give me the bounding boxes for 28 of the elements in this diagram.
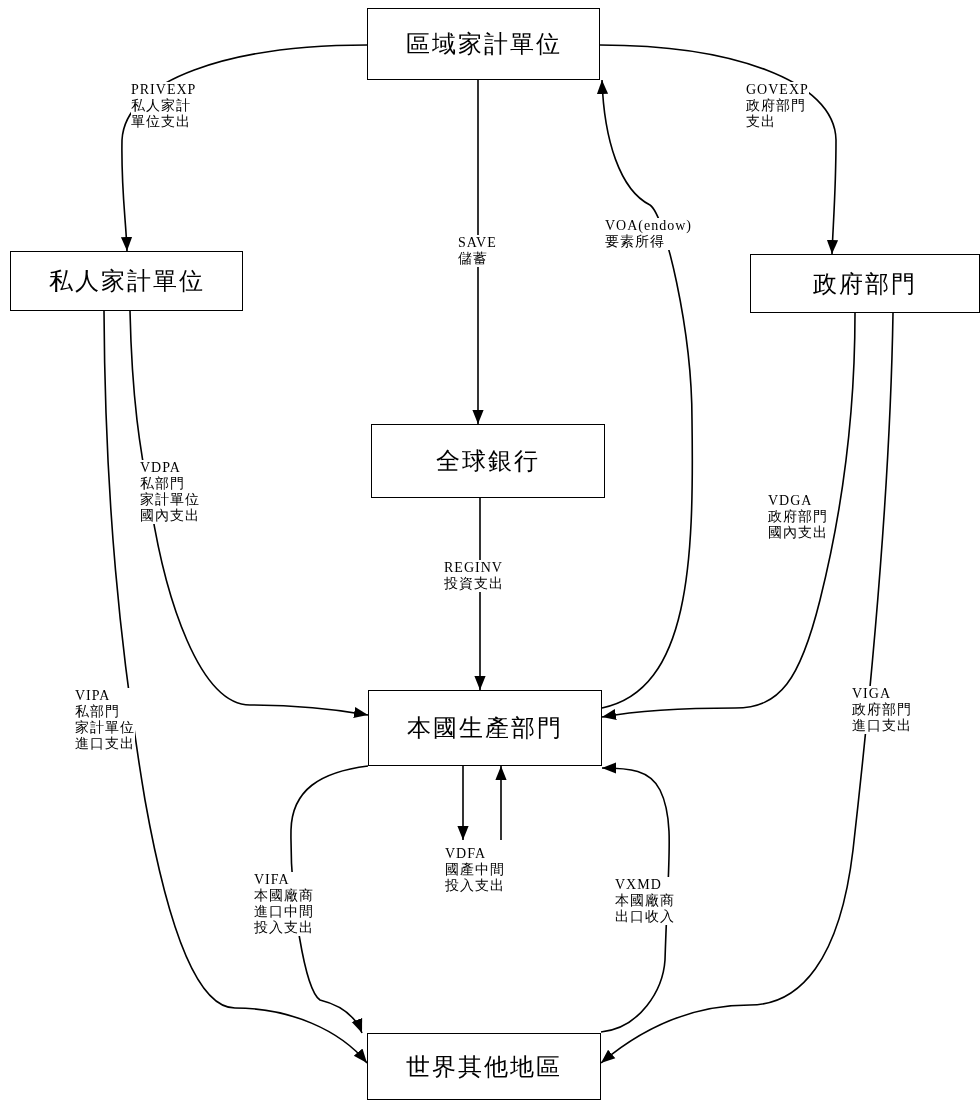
process-box: 世界其他地區 bbox=[367, 1033, 601, 1100]
edge-label: SAVE 儲蓄 bbox=[458, 235, 497, 267]
arrow bbox=[103, 310, 368, 1064]
edge-label: PRIVEXP 私人家計單位支出 bbox=[131, 82, 197, 130]
arrow bbox=[599, 44, 839, 255]
arrow bbox=[129, 310, 369, 719]
arrow bbox=[120, 44, 368, 252]
arrow bbox=[472, 79, 484, 425]
process-box: 政府部門 bbox=[750, 254, 980, 313]
edge-label: VXMD 本國廠商出口收入 bbox=[615, 877, 675, 925]
process-box: 全球銀行 bbox=[371, 424, 605, 498]
process-box: 本國生產部門 bbox=[368, 690, 602, 766]
edge-label: VDGA 政府部門國內支出 bbox=[768, 493, 828, 541]
arrow bbox=[495, 765, 507, 841]
edge-label: VDPA 私部門家計單位國內支出 bbox=[140, 460, 200, 524]
edge-label: VDFA 國產中間投入支出 bbox=[445, 846, 505, 894]
edge-label: VIFA 本國廠商進口中間投入支出 bbox=[254, 872, 314, 936]
arrow bbox=[600, 312, 894, 1064]
edge-label: VOA(endow) 要素所得 bbox=[605, 218, 692, 250]
edge-label: VIPA 私部門家計單位進口支出 bbox=[75, 688, 135, 752]
process-box: 區域家計單位 bbox=[367, 8, 600, 80]
arrow bbox=[457, 765, 469, 841]
arrow bbox=[601, 312, 856, 721]
process-box: 私人家計單位 bbox=[10, 251, 243, 311]
arrow bbox=[597, 79, 694, 709]
edge-label: VIGA 政府部門進口支出 bbox=[852, 686, 912, 734]
edge-label: REGINV 投資支出 bbox=[444, 560, 504, 592]
edge-label: GOVEXP 政府部門支出 bbox=[746, 82, 809, 130]
